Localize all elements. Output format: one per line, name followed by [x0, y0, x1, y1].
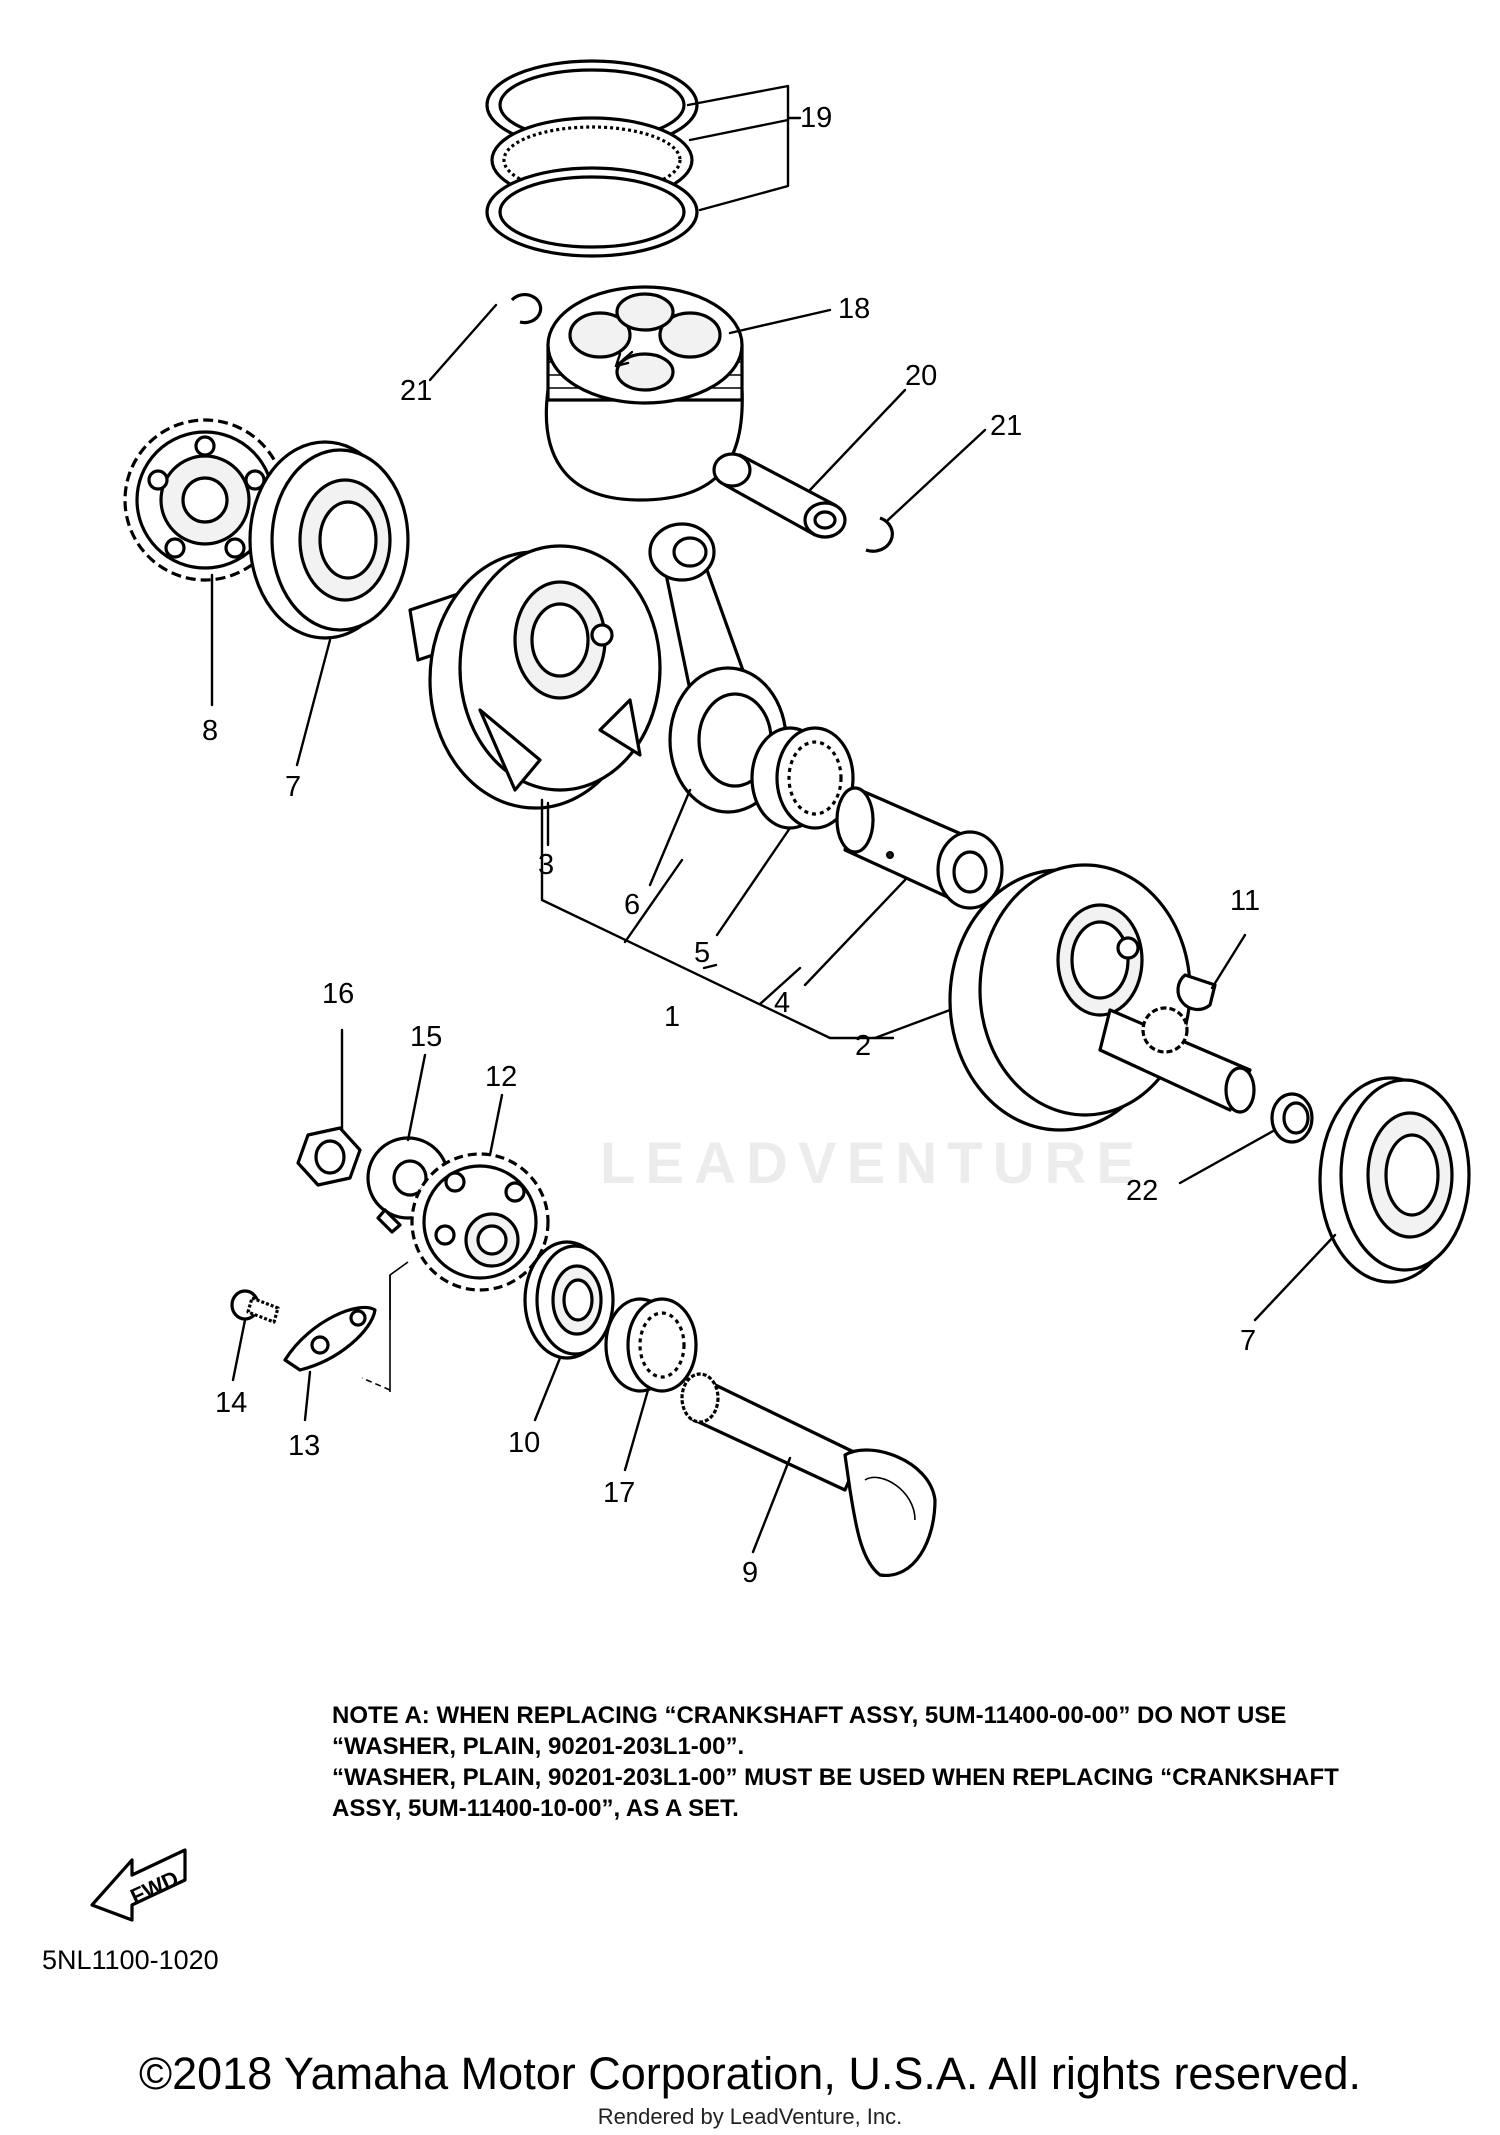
crank-pin[interactable] — [835, 786, 1004, 910]
callout-19: 19 — [800, 102, 832, 134]
piston-rings[interactable] — [485, 59, 699, 258]
bolt[interactable] — [230, 1289, 280, 1324]
callout-16: 16 — [322, 978, 354, 1010]
callout-12: 12 — [485, 1061, 517, 1093]
callout-4: 4 — [774, 987, 790, 1019]
leadventure-watermark: LEADVENTURE — [600, 1131, 1146, 1196]
callout-1: 1 — [664, 1001, 680, 1033]
balancer-needle-bearing[interactable] — [604, 1297, 698, 1393]
callout-13: 13 — [288, 1430, 320, 1462]
callout-8: 8 — [202, 715, 218, 747]
note-a-bracket — [361, 1261, 409, 1392]
diagram-reference-code: 5NL1100-1020 — [42, 1945, 219, 1975]
piston-pin[interactable] — [712, 452, 847, 539]
balancer-bearing[interactable] — [523, 1240, 615, 1360]
connecting-rod-needle-bearing[interactable] — [750, 726, 855, 830]
callout-18: 18 — [838, 293, 870, 325]
callout-2: 2 — [855, 1030, 871, 1062]
balancer-driven-gear[interactable] — [410, 1152, 550, 1292]
callout-7-right: 7 — [1240, 1325, 1256, 1357]
callout-14: 14 — [215, 1387, 247, 1419]
piston-pin-clip-right[interactable] — [865, 516, 894, 553]
crankshaft-assembly-bracket — [540, 798, 895, 1040]
primary-drive-gear[interactable] — [123, 418, 287, 582]
note-a-line-1: NOTE A: WHEN REPLACING “CRANKSHAFT ASSY,… — [332, 1702, 1287, 1729]
callout-6: 6 — [624, 889, 640, 921]
callout-numbers: 1 2 3 4 5 6 7 7 8 9 10 11 12 13 14 15 16… — [202, 102, 1260, 1589]
note-a: NOTE A: WHEN REPLACING “CRANKSHAFT ASSY,… — [332, 1700, 1432, 1824]
note-a-line-2: “WASHER, PLAIN, 90201-203L1-00”. — [332, 1733, 745, 1760]
note-a-line-4: ASSY, 5UM-11400-10-00”, AS A SET. — [332, 1795, 739, 1822]
callout-17: 17 — [603, 1477, 635, 1509]
callout-9: 9 — [742, 1557, 758, 1589]
callout-20: 20 — [905, 360, 937, 392]
balancer-shaft[interactable] — [680, 1372, 937, 1577]
callout-21-left: 21 — [400, 375, 432, 407]
callout-3: 3 — [538, 849, 554, 881]
callout-21-right: 21 — [990, 410, 1022, 442]
piston-pin-clip-left[interactable] — [510, 293, 543, 325]
woodruff-key[interactable] — [1176, 973, 1217, 1012]
balancer-plate[interactable] — [283, 1305, 377, 1372]
callout-22: 22 — [1126, 1175, 1158, 1207]
crankshaft-bearing-right[interactable] — [1318, 1076, 1471, 1284]
plain-washer[interactable] — [1270, 1092, 1314, 1144]
copyright-notice: ©2018 Yamaha Motor Corporation, U.S.A. A… — [138, 2048, 1362, 2099]
callout-15: 15 — [410, 1021, 442, 1053]
balancer-nut[interactable] — [296, 1126, 362, 1187]
crankshaft-bearing-left[interactable] — [248, 440, 410, 640]
callout-7-left: 7 — [285, 771, 301, 803]
crank-web-left[interactable] — [408, 544, 662, 810]
callout-11: 11 — [1230, 885, 1260, 917]
fwd-arrow-icon: FWD — [90, 1848, 187, 1922]
callout-5: 5 — [694, 937, 710, 969]
note-a-line-3: “WASHER, PLAIN, 90201-203L1-00” MUST BE … — [332, 1764, 1339, 1791]
crank-web-right[interactable] — [948, 863, 1256, 1132]
leader-lines — [210, 84, 1337, 1554]
callout-10: 10 — [508, 1427, 540, 1459]
rendered-by-credit: Rendered by LeadVenture, Inc. — [597, 2104, 903, 2129]
piston[interactable] — [544, 285, 744, 502]
